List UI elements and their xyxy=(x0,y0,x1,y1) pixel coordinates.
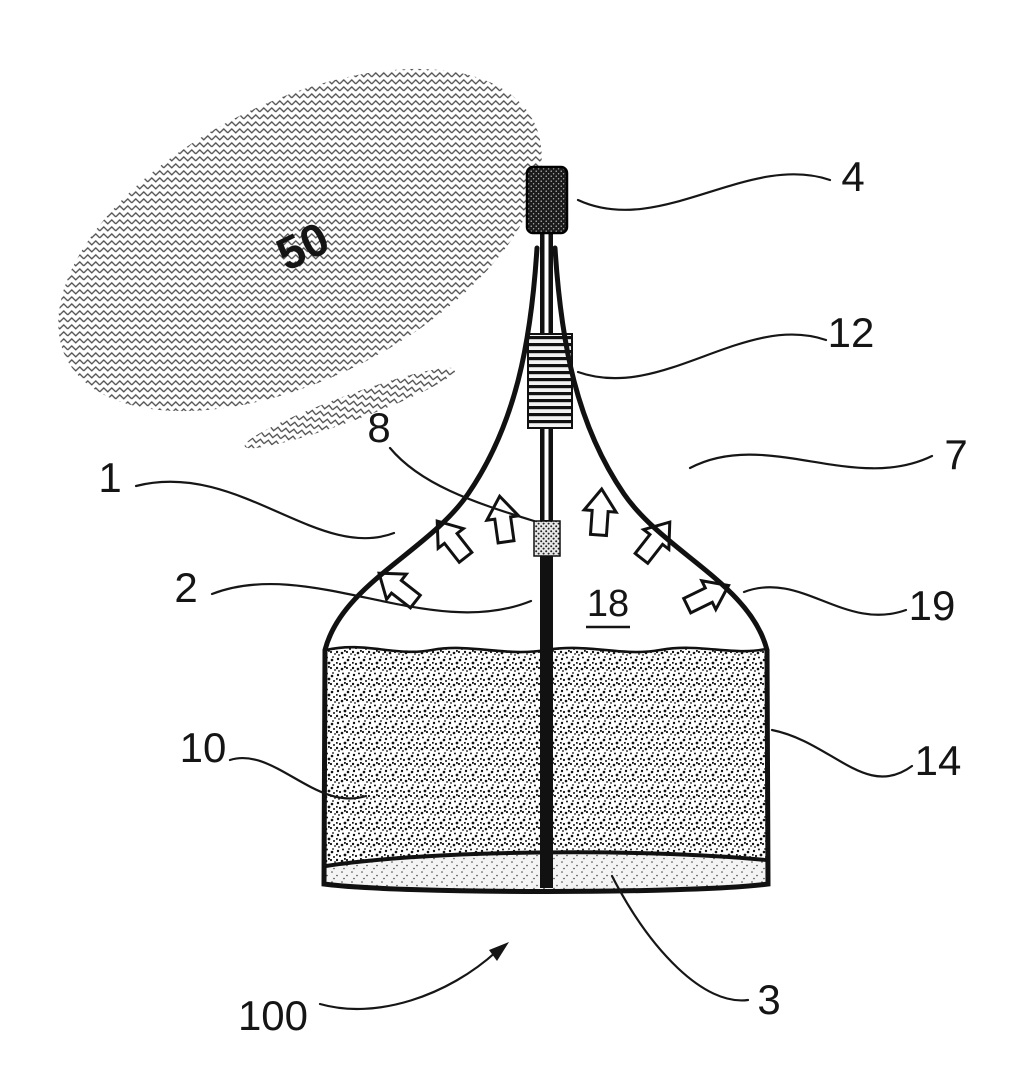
vessel-outline xyxy=(321,245,771,894)
flow-arrow-left xyxy=(435,519,474,565)
ref-label-3: 3 xyxy=(757,976,780,1023)
leader-line-12 xyxy=(576,333,828,380)
assembly-pointer-arrowhead xyxy=(489,942,509,961)
assembly-pointer-arrow xyxy=(318,942,509,1011)
leader-line-3 xyxy=(610,874,750,1002)
cap xyxy=(525,165,569,235)
leader-line-8 xyxy=(388,446,536,523)
leader-line-4 xyxy=(576,173,832,211)
ref-label-4: 4 xyxy=(841,153,864,200)
reference-labels: 4 12 7 19 14 3 1 2 8 10 100 xyxy=(98,153,967,1039)
ref-label-19: 19 xyxy=(909,582,956,629)
leader-line-1 xyxy=(134,480,396,540)
ref-label-1: 1 xyxy=(98,454,121,501)
hatched-cloud-fragment xyxy=(244,367,456,449)
ref-label-10: 10 xyxy=(180,724,227,771)
bead xyxy=(533,520,561,557)
flow-arrows xyxy=(377,486,731,615)
ref-label-2: 2 xyxy=(174,564,197,611)
central-tube-assembly xyxy=(525,165,573,888)
leader-lines xyxy=(134,173,934,1002)
flow-arrow-right xyxy=(633,520,672,566)
ref-label-7: 7 xyxy=(944,431,967,478)
leader-line-19 xyxy=(742,586,908,616)
ref-label-18: 18 xyxy=(587,583,629,625)
ref-label-100: 100 xyxy=(238,992,308,1039)
leader-line-14 xyxy=(770,728,914,778)
hatched-cloud-region: 50 xyxy=(58,68,542,449)
leader-line-2 xyxy=(210,582,533,614)
liquid-sediment-boundary-line xyxy=(325,850,767,868)
ref-label-14: 14 xyxy=(915,737,962,784)
assembly-pointer-curve xyxy=(318,949,499,1011)
inner-label-18-group: 18 xyxy=(586,583,630,629)
hatched-cloud-shape xyxy=(58,68,542,412)
ref-label-8: 8 xyxy=(367,404,390,451)
flow-arrow-center-right xyxy=(581,486,619,538)
ref-label-12: 12 xyxy=(828,309,875,356)
flow-arrow-far-left xyxy=(377,571,423,610)
flow-arrow-far-right xyxy=(681,578,731,615)
leader-line-7 xyxy=(688,453,934,470)
flow-arrow-center-left xyxy=(484,493,522,545)
leader-line-10 xyxy=(228,757,368,800)
